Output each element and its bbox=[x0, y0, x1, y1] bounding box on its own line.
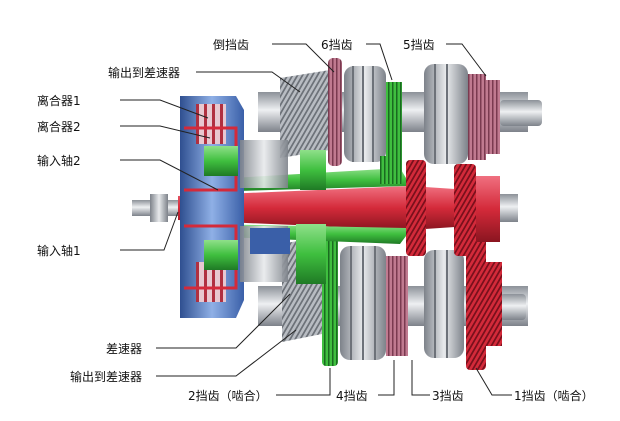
label-output-to-differential-top: 输出到差速器 bbox=[108, 65, 180, 80]
label-gear-6: 6挡齿 bbox=[321, 38, 353, 52]
label-reverse-gear: 倒挡齿 bbox=[213, 38, 249, 52]
label-gear-4: 4挡齿 bbox=[336, 389, 368, 403]
label-gear-5: 5挡齿 bbox=[403, 38, 435, 52]
label-gear-1: 1挡齿（啮合） bbox=[514, 388, 594, 403]
dual-clutch bbox=[180, 96, 290, 318]
label-input-shaft-2: 输入轴2 bbox=[37, 153, 81, 168]
label-output-to-differential-bottom: 输出到差速器 bbox=[70, 369, 142, 384]
label-clutch-2: 离合器2 bbox=[37, 119, 81, 134]
label-clutch-1: 离合器1 bbox=[37, 93, 81, 108]
label-input-shaft-1: 输入轴1 bbox=[37, 243, 81, 258]
label-gear-2: 2挡齿（啮合） bbox=[188, 388, 268, 403]
label-differential: 差速器 bbox=[106, 342, 142, 356]
input-shaft-1 bbox=[132, 160, 518, 256]
leader-lines bbox=[120, 43, 512, 396]
upper-countershaft bbox=[258, 58, 542, 166]
label-gear-3: 3挡齿 bbox=[432, 389, 464, 403]
